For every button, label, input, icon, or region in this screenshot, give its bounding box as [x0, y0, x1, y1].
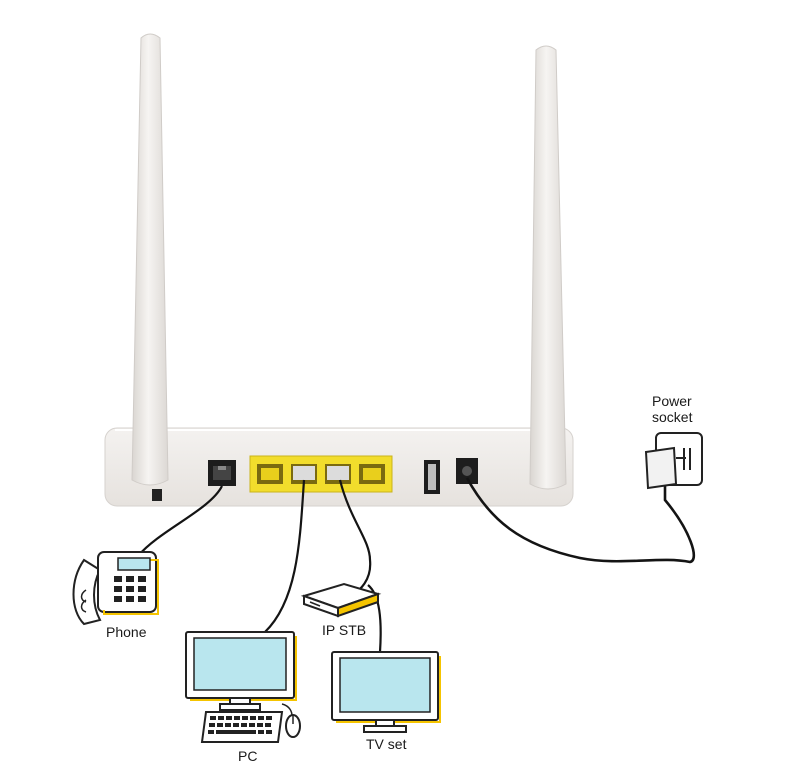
usb-port	[424, 460, 440, 494]
ip-stb-label: IP STB	[322, 622, 367, 638]
pc-icon	[185, 631, 301, 743]
keyboard-icon	[200, 711, 284, 743]
stb-tv-cable	[367, 584, 382, 653]
phone-icon	[72, 551, 159, 626]
pc-cable	[264, 479, 306, 633]
power-socket-label-line1: Power	[652, 393, 692, 409]
power-socket-icon	[644, 432, 703, 490]
tv-set-label: TV set	[366, 736, 407, 752]
phone-label: Phone	[106, 624, 147, 640]
power-adapter	[644, 446, 686, 490]
tv-set-icon	[331, 651, 441, 733]
mouse-icon	[281, 703, 301, 738]
lan-ports	[249, 455, 393, 493]
right-antenna	[529, 45, 567, 490]
reset-button	[152, 489, 162, 501]
ip-stb-icon	[300, 582, 382, 618]
power-cable	[465, 477, 696, 564]
phone-cable	[137, 485, 223, 557]
power-socket-label: Power socket	[652, 393, 692, 425]
phone-port	[208, 460, 236, 486]
power-port	[456, 458, 478, 484]
pc-label: PC	[238, 748, 258, 764]
router	[104, 33, 574, 507]
left-antenna	[131, 33, 169, 486]
power-socket-label-line2: socket	[652, 409, 693, 425]
